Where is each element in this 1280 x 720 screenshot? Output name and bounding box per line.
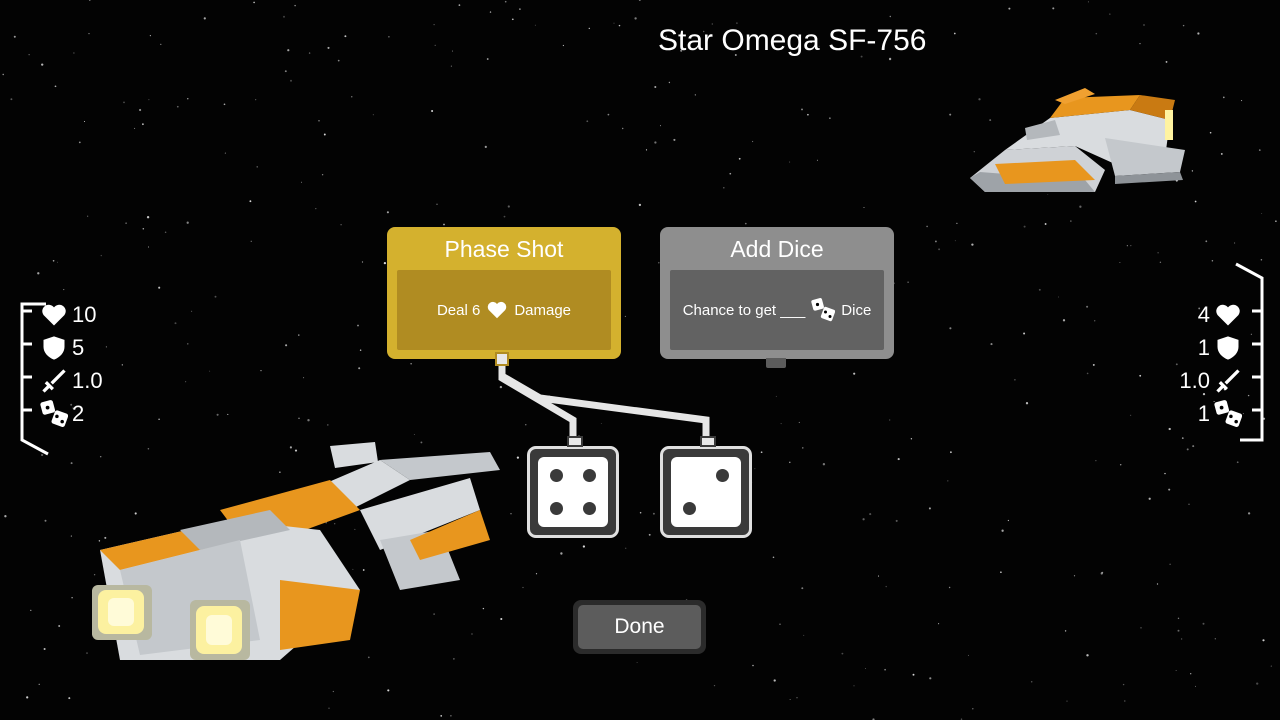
heart-icon — [40, 301, 68, 329]
die-four[interactable] — [527, 436, 619, 538]
player-attack: 1.0 — [40, 364, 103, 397]
phase-shot-output-socket[interactable] — [495, 352, 509, 366]
add-dice-input-socket[interactable] — [766, 358, 786, 368]
done-button-label: Done — [578, 605, 701, 649]
heart-icon — [486, 299, 508, 321]
player-stats-bracket — [20, 302, 49, 456]
card-description: Chance to get ___ Dice — [670, 270, 884, 350]
enemy-dice: 1 — [1179, 397, 1242, 430]
player-ship[interactable] — [80, 440, 510, 680]
die-pip — [583, 502, 596, 515]
dice-icon — [40, 399, 68, 428]
dice-icon — [1214, 399, 1242, 428]
die-pip — [716, 469, 729, 482]
player-health: 10 — [40, 298, 103, 331]
sword-icon — [1214, 367, 1242, 395]
card-title: Add Dice — [730, 236, 824, 262]
enemy-stats-bracket — [1235, 262, 1264, 442]
enemy-health: 4 — [1179, 298, 1242, 331]
die-connector — [567, 436, 583, 447]
die-pip — [550, 469, 563, 482]
enemy-attack: 1.0 — [1179, 364, 1242, 397]
dice-icon — [811, 298, 836, 322]
enemy-shield: 1 — [1179, 331, 1242, 364]
heart-icon — [1214, 301, 1242, 329]
enemy-stats: 4 1 1.0 1 — [1179, 298, 1242, 430]
die-pip — [683, 502, 696, 515]
die-face — [671, 457, 741, 527]
card-description: Deal 6 Damage — [397, 270, 611, 350]
enemy-name: Star Omega SF-756 — [658, 24, 927, 57]
player-dice: 2 — [40, 397, 103, 430]
card-title: Phase Shot — [444, 236, 564, 262]
die-face — [538, 457, 608, 527]
phase-shot-card[interactable]: Phase Shot Deal 6 Damage — [387, 227, 621, 359]
die-pip — [550, 502, 563, 515]
enemy-ship[interactable] — [965, 80, 1190, 200]
player-stats: 10 5 1.0 2 — [40, 298, 103, 430]
die-connector — [700, 436, 716, 447]
die-pip — [583, 469, 596, 482]
die-two[interactable] — [660, 436, 752, 538]
done-button[interactable]: Done — [573, 600, 706, 654]
player-shield: 5 — [40, 331, 103, 364]
add-dice-card[interactable]: Add Dice Chance to get ___ Dice — [660, 227, 894, 359]
shield-icon — [1214, 334, 1242, 362]
sword-icon — [40, 367, 68, 395]
shield-icon — [40, 334, 68, 362]
